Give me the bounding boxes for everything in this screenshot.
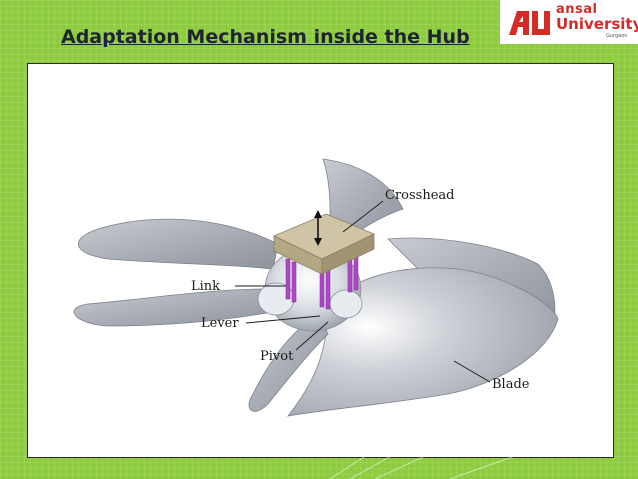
crosshead-side — [321, 233, 375, 275]
label-lever: Lever — [201, 316, 239, 331]
pivot-leader — [295, 321, 329, 351]
hub-mechanism-diagram: Crosshead Link Lever Pivot Blade — [73, 158, 559, 417]
slide-title: Adaptation Mechanism inside the Hub — [61, 26, 470, 48]
label-link: Link — [191, 279, 220, 294]
blade-bottom-left — [248, 313, 329, 412]
logo-text-gurgaon: Gurgaon — [606, 33, 628, 39]
diagram-frame: Crosshead Link Lever Pivot Blade — [27, 63, 614, 458]
lever-leader — [245, 315, 321, 324]
blade-upper-left — [78, 218, 279, 270]
blade-top — [322, 158, 404, 240]
crosshead-leader — [342, 200, 384, 233]
hub-cup-right — [329, 289, 363, 319]
label-crosshead: Crosshead — [385, 188, 454, 203]
label-blade: Blade — [492, 377, 530, 392]
decorative-lines — [330, 440, 561, 479]
university-logo: ansal University Gurgaon — [500, 0, 638, 44]
logo-text-university: University — [556, 15, 638, 33]
au-logo-mark — [509, 11, 550, 35]
motion-arrow-icon — [314, 210, 322, 246]
label-pivot: Pivot — [260, 349, 294, 364]
blade-left — [73, 288, 289, 327]
blade-leader — [453, 360, 491, 383]
link-rods — [285, 251, 359, 310]
logo-text-ansal: ansal — [556, 2, 598, 17]
